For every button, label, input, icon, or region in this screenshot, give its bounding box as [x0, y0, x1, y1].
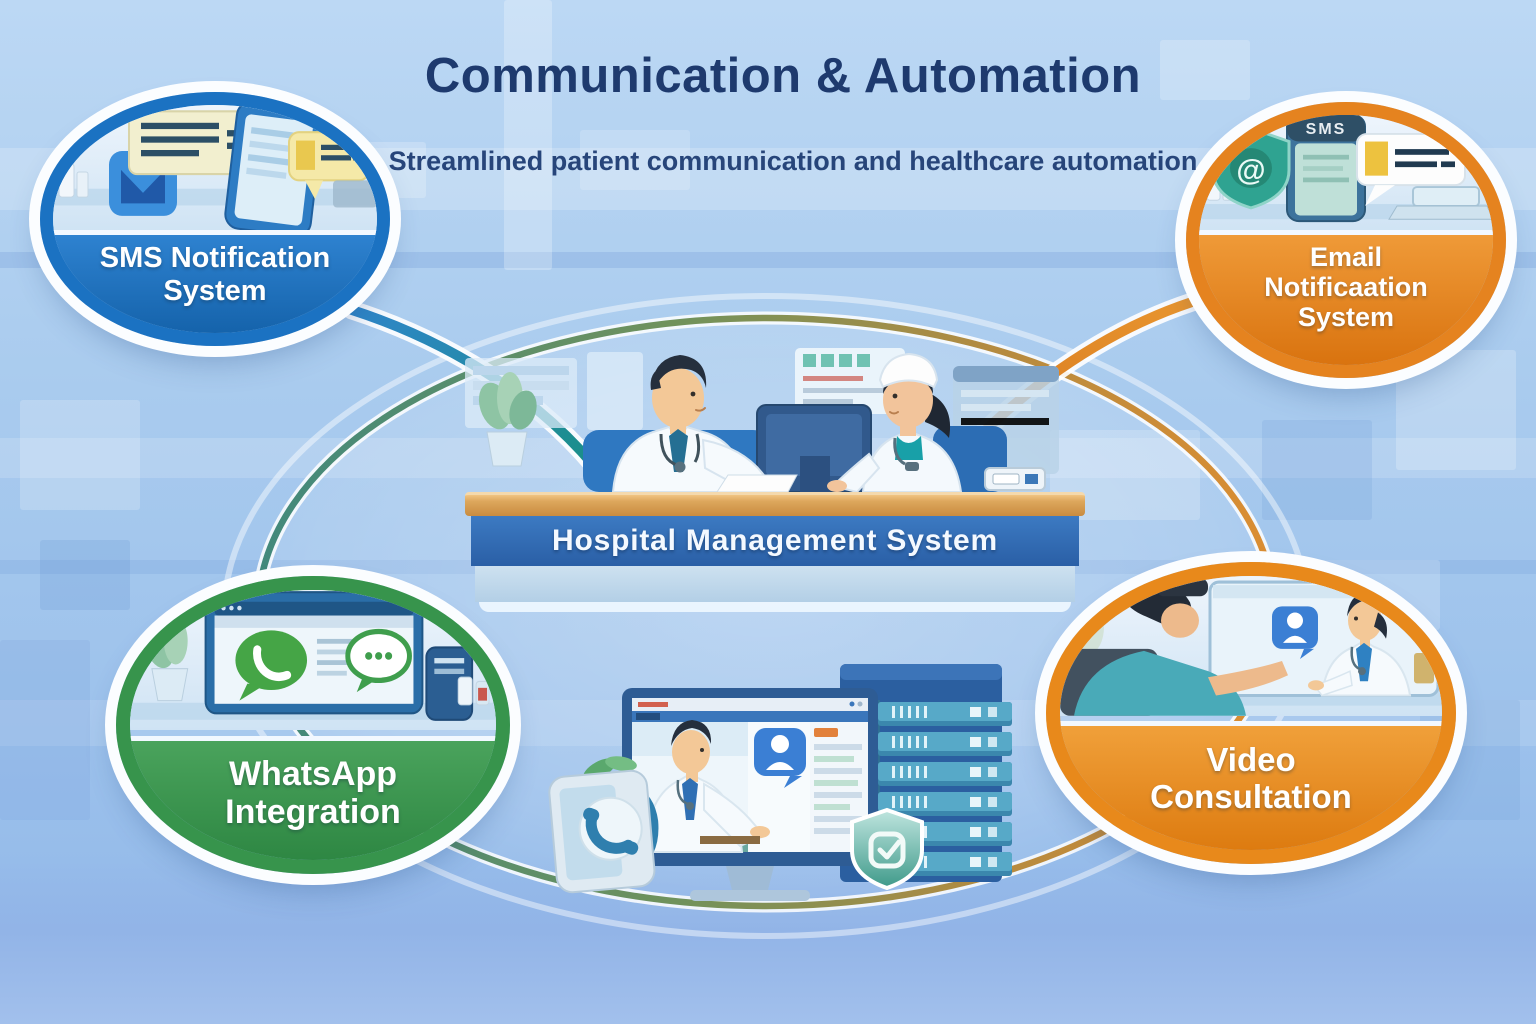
chat-check-icon — [288, 116, 376, 200]
node-video-consultation: Video Consultation — [1046, 562, 1456, 864]
consultation-screen — [1208, 580, 1440, 698]
hub-title: Hospital Management System — [552, 524, 998, 557]
hospital-reception-scene: Hospital Management System — [465, 336, 1085, 614]
patient-figure — [1060, 577, 1288, 716]
nurse-figure — [827, 352, 963, 492]
bg-tile — [580, 130, 690, 190]
page-subtitle: Streamlined patient communication and he… — [388, 146, 1198, 176]
desk-front-panel — [475, 566, 1075, 602]
node-whatsapp-integration: WhatsApp Integration — [116, 576, 510, 874]
chat-lines — [316, 638, 359, 676]
header: Communication & Automation Streamlined p… — [0, 48, 1536, 177]
page-title: Communication & Automation — [424, 49, 1142, 103]
bg-tile — [1160, 40, 1250, 100]
chat-dots-bubble-icon — [345, 628, 412, 693]
avatar-chat-icon — [1272, 606, 1318, 660]
security-shield-check-icon — [850, 807, 924, 891]
avatar-chat-icon — [754, 728, 806, 788]
bg-tile — [1262, 420, 1372, 520]
plant — [478, 372, 537, 467]
whatsapp-node-illustration — [130, 590, 496, 731]
laptop-icon — [333, 180, 377, 208]
whatsapp-call-bubble-icon — [235, 630, 308, 701]
check-badge-icon — [350, 116, 376, 144]
telehealth-monitor-icon — [622, 688, 878, 901]
plant — [145, 617, 189, 702]
sms-phone-icon — [1286, 115, 1366, 223]
phone-handset-tile — [548, 756, 659, 894]
sms-node-illustration — [53, 105, 377, 233]
desktop-monitor — [756, 404, 872, 492]
bg-tile — [0, 640, 90, 820]
bg-tile — [504, 0, 552, 270]
laptop-icon — [1388, 186, 1493, 220]
bg-tile — [1396, 350, 1516, 470]
bottle-icons — [58, 163, 89, 198]
email-node-label: Email Notificaation System — [1199, 230, 1493, 365]
doctor-figure — [611, 355, 798, 492]
reception-illustration — [465, 348, 1059, 492]
whatsapp-node-label: WhatsApp Integration — [130, 735, 496, 860]
video-node-label: Video Consultation — [1060, 721, 1442, 850]
video-node-illustration — [1060, 576, 1442, 716]
desk-banner: Hospital Management System — [471, 516, 1079, 566]
doctor-on-screen-figure — [1308, 592, 1412, 697]
desk-base — [479, 602, 1071, 612]
at-shield-icon — [1211, 126, 1291, 210]
bg-band — [0, 252, 1536, 268]
automation-infrastructure-scene — [540, 652, 1020, 914]
bg-tile — [20, 400, 140, 510]
bottle-icons — [457, 676, 490, 706]
check-badge-icon — [1442, 119, 1468, 145]
bg-tile — [40, 540, 130, 610]
desk-countertop — [465, 492, 1085, 516]
sms-node-label: SMS Notification System — [53, 230, 377, 333]
doctor-on-screen-figure — [642, 720, 770, 853]
card-reader-device — [984, 467, 1046, 491]
